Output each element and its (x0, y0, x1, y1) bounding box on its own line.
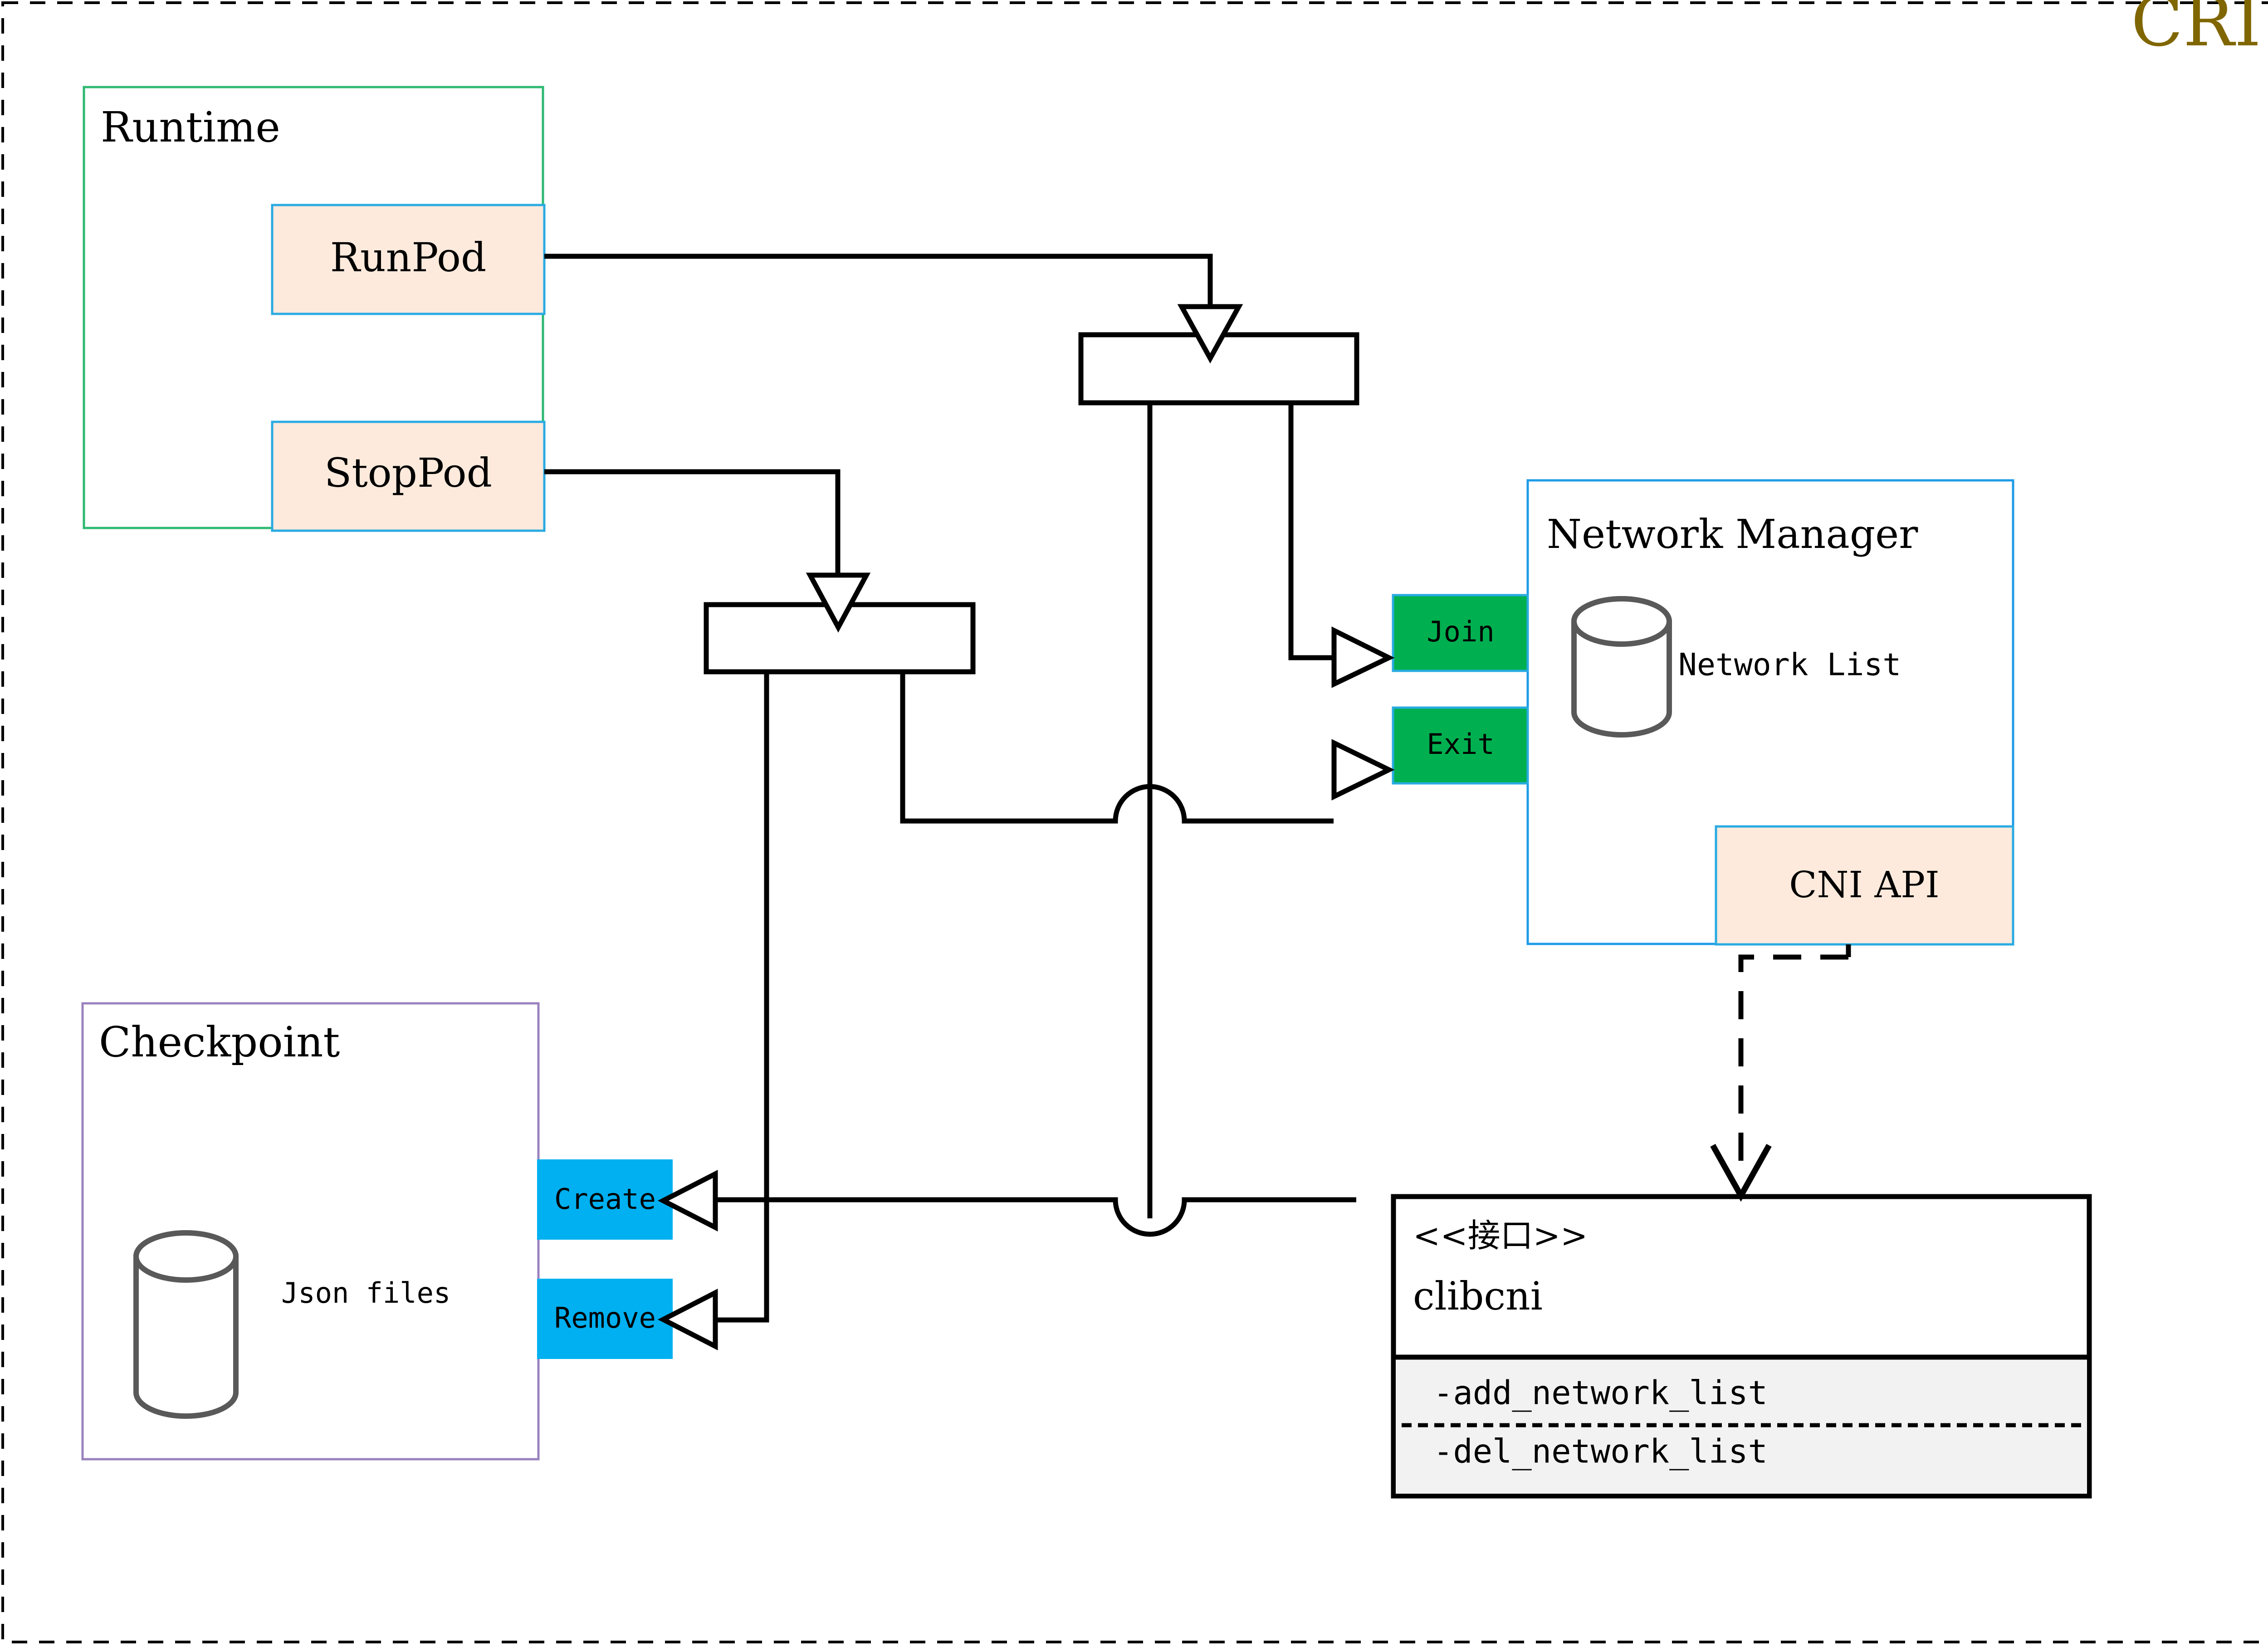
network-manager-label: Network Manager (1547, 511, 1918, 557)
clibcni-method-del: -del_network_list (1433, 1432, 1768, 1471)
remove-label: Remove (554, 1301, 656, 1334)
page-title: CRI (2131, 0, 2261, 62)
network-list-cylinder-icon (1571, 596, 1672, 738)
connector-layer (544, 254, 1851, 1351)
json-files-cylinder-icon (133, 1230, 239, 1419)
create-label: Create (554, 1183, 656, 1216)
exit-box[interactable] (1392, 706, 1529, 785)
arrowhead-node2-to-exit (1331, 739, 1395, 801)
connector-cniapi-to-clibcni (1738, 954, 1848, 1166)
join-box[interactable] (1392, 594, 1529, 672)
runtime-label: Runtime (101, 103, 280, 152)
json-files-label: Json files (281, 1276, 450, 1310)
arrowhead-stoppod-to-node2 (806, 572, 871, 633)
clibcni-stereotype: <<接口>> (1413, 1217, 1588, 1255)
arrowhead-to-remove (657, 1288, 718, 1351)
connector-node1-to-join (1288, 403, 1334, 660)
checkpoint-label: Checkpoint (99, 1018, 340, 1066)
join-label: Join (1427, 615, 1494, 648)
dispatch-node-1 (1078, 332, 1359, 406)
connector-node2-to-remove (716, 672, 769, 1323)
create-box[interactable] (537, 1159, 673, 1240)
cni-api-box[interactable] (1715, 825, 2014, 946)
arrowhead-to-create (657, 1169, 718, 1232)
exit-label: Exit (1427, 728, 1494, 761)
runpod-box[interactable] (271, 204, 546, 315)
clibcni-name: clibcni (1413, 1274, 1543, 1319)
clibcni-method-panel (1396, 1357, 2087, 1494)
connector-runpod-to-node1 (544, 254, 1213, 306)
arrowhead-runpod-to-node1 (1177, 304, 1243, 364)
connector-create-branch (716, 1197, 1356, 1237)
clibcni-method-add: -add_network_list (1433, 1374, 1768, 1412)
remove-box[interactable] (537, 1279, 673, 1359)
stoppod-label: StopPod (324, 450, 492, 496)
runpod-label: RunPod (330, 234, 487, 281)
cni-api-label: CNI API (1789, 864, 1939, 906)
arrowhead-cniapi-to-clibcni (1710, 1144, 1772, 1202)
stoppod-box[interactable] (271, 420, 546, 532)
connector-stoppod-to-node2 (544, 469, 841, 575)
arrowhead-node1-to-join (1331, 626, 1395, 688)
connector-node2-to-exit (900, 672, 1334, 824)
network-list-label: Network List (1678, 647, 1901, 683)
